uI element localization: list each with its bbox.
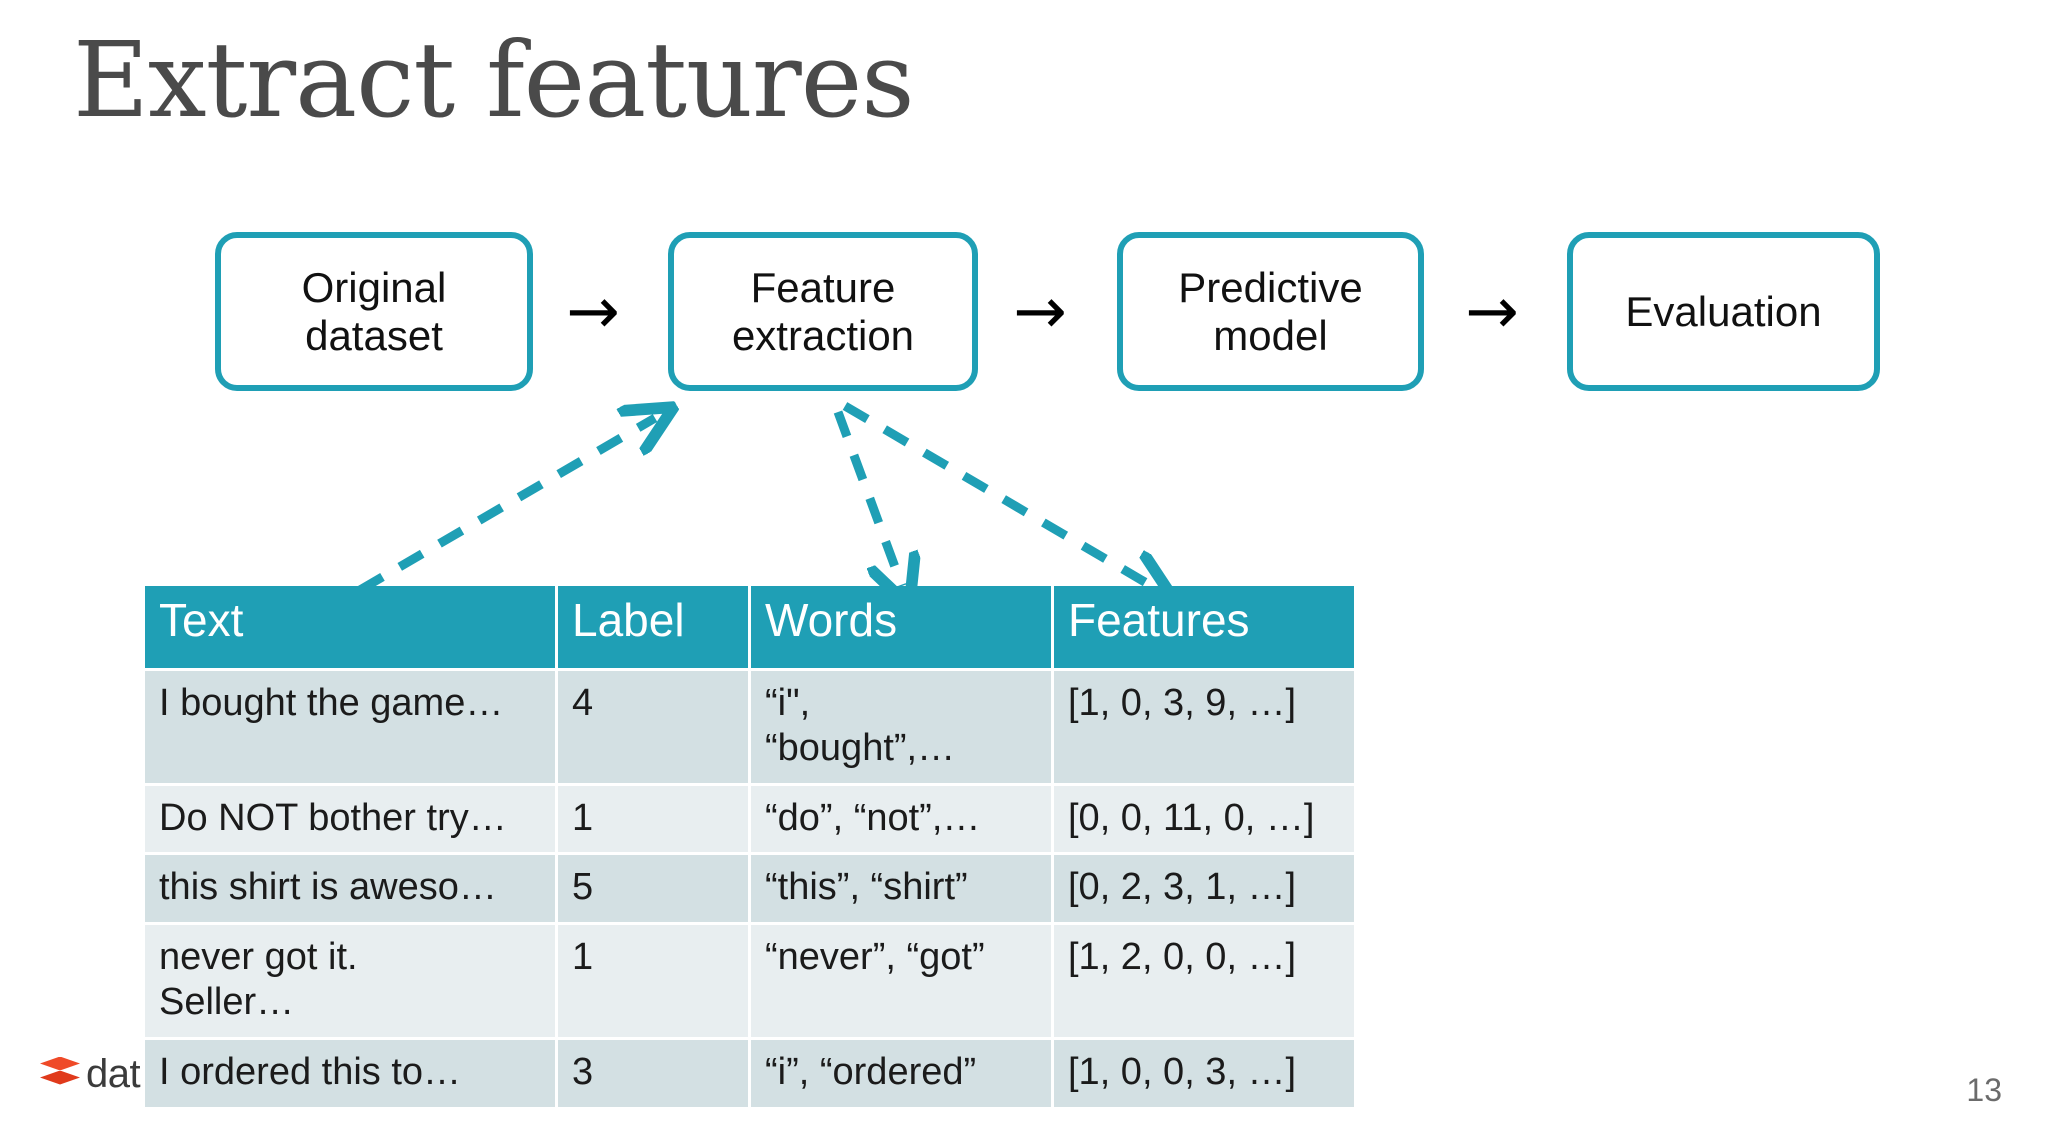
page-title: Extract features — [73, 19, 915, 141]
cell-label: 4 — [558, 671, 748, 783]
brand-logo: dat — [40, 1052, 141, 1097]
flow-box-label: Feature extraction — [731, 264, 915, 359]
flow-box-evaluation: Evaluation — [1567, 232, 1880, 391]
table-header-row: Text Label Words Features — [145, 586, 1354, 668]
flow-box-label: Original dataset — [301, 264, 447, 359]
table-column-header-words[interactable]: Words — [751, 586, 1051, 668]
cell-label: 1 — [558, 785, 748, 853]
cell-label: 3 — [558, 1039, 748, 1107]
connector-feature-extraction-to-features — [842, 402, 1155, 588]
cell-label: 1 — [558, 925, 748, 1037]
table-row: Do NOT bother try… 1 “do”, “not”,… [0, 0… — [145, 785, 1354, 853]
flow-box-label: Predictive model — [1178, 264, 1363, 359]
table-row: I bought the game… 4 “i", “bought”,… [1,… — [145, 671, 1354, 783]
cell-words: “never”, “got” — [751, 925, 1051, 1037]
datacamp-layers-icon — [40, 1056, 80, 1093]
connector-feature-extraction-to-words — [833, 410, 902, 586]
cell-features: [1, 0, 3, 9, …] — [1054, 671, 1354, 783]
table-row: I ordered this to… 3 “i”, “ordered” [1, … — [145, 1039, 1354, 1107]
cell-features: [1, 2, 0, 0, …] — [1054, 925, 1354, 1037]
cell-text: I ordered this to… — [145, 1039, 555, 1107]
pipeline-diagram: Original dataset → Feature extraction → … — [0, 232, 2048, 402]
table-column-header-label[interactable]: Label — [558, 586, 748, 668]
cell-features: [1, 0, 0, 3, …] — [1054, 1039, 1354, 1107]
table-column-header-text[interactable]: Text — [145, 586, 555, 668]
flow-box-label: Evaluation — [1625, 287, 1822, 335]
table-row: this shirt is aweso… 5 “this”, “shirt” [… — [145, 855, 1354, 923]
flow-arrow-right-icon: → — [1013, 275, 1067, 349]
table-column-header-features[interactable]: Features — [1054, 586, 1354, 668]
cell-words: “i", “bought”,… — [751, 671, 1051, 783]
cell-features: [0, 0, 11, 0, …] — [1054, 785, 1354, 853]
cell-features: [0, 2, 3, 1, …] — [1054, 855, 1354, 923]
cell-words: “this”, “shirt” — [751, 855, 1051, 923]
flow-arrow-right-icon: → — [1465, 275, 1519, 349]
flow-box-predictive-model: Predictive model — [1117, 232, 1424, 391]
flow-box-original-dataset: Original dataset — [215, 232, 533, 391]
cell-text: Do NOT bother try… — [145, 785, 555, 853]
connector-text-to-feature-extraction — [357, 418, 655, 594]
features-table: Text Label Words Features I bought the g… — [142, 583, 1357, 1110]
flow-arrow-right-icon: → — [566, 275, 620, 349]
cell-text: never got it. Seller… — [145, 925, 555, 1037]
cell-text: this shirt is aweso… — [145, 855, 555, 923]
page-number: 13 — [1966, 1072, 2002, 1108]
cell-words: “i”, “ordered” — [751, 1039, 1051, 1107]
cell-label: 5 — [558, 855, 748, 923]
brand-logo-text: dat — [86, 1052, 141, 1096]
cell-text: I bought the game… — [145, 671, 555, 783]
cell-words: “do”, “not”,… — [751, 785, 1051, 853]
table-row: never got it. Seller… 1 “never”, “got” [… — [145, 925, 1354, 1037]
flow-box-feature-extraction: Feature extraction — [668, 232, 978, 391]
